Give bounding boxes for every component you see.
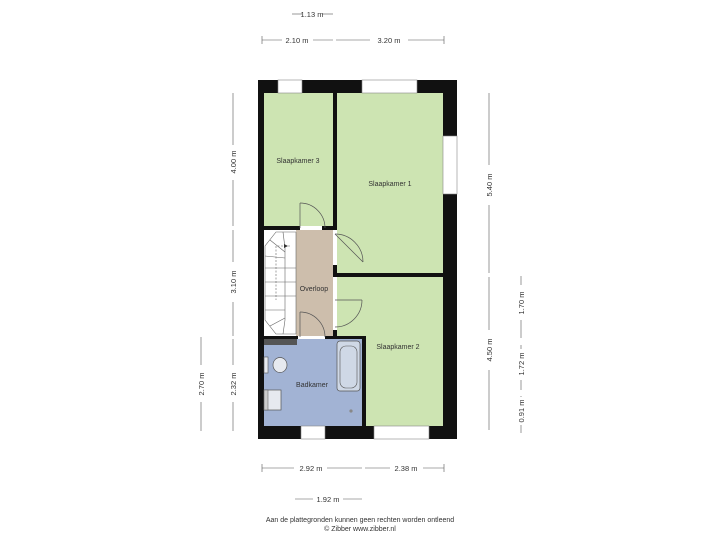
dim-top-2b: 3.20 m [378, 36, 401, 45]
dim-right-outer-1: 1.70 m [517, 292, 526, 315]
dim-right-outer-3: 0.91 m [517, 400, 526, 423]
dim-top-2a: 2.10 m [286, 36, 309, 45]
stair-arrow-icon [284, 244, 288, 248]
dim-bottom-2: 1.92 m [317, 495, 340, 504]
floor-drain [349, 409, 353, 413]
room-slaapkamer-3 [264, 93, 333, 226]
label-slaapkamer-2: Slaapkamer 2 [376, 344, 419, 351]
disclaimer-text: Aan de plattegronden kunnen geen rechten… [265, 517, 455, 524]
door-badkamer [299, 311, 326, 338]
room-slaapkamer-2 [366, 277, 443, 426]
dim-right-1: 5.40 m [485, 174, 494, 197]
stair-area [264, 230, 296, 336]
room-slaapkamer-2-extension [337, 277, 366, 336]
dim-bottom-1a: 2.92 m [300, 464, 323, 473]
dim-left-3: 2.32 m [229, 373, 238, 396]
dim-right-2: 4.50 m [485, 339, 494, 362]
windows [277, 79, 458, 440]
room-overloop [296, 230, 333, 336]
sink [272, 357, 288, 373]
dim-left-1: 4.00 m [229, 151, 238, 174]
dim-left-2: 3.10 m [229, 271, 238, 294]
door-slaapkamer-2 [334, 299, 363, 328]
label-slaapkamer-1: Slaapkamer 1 [368, 181, 411, 188]
bathtub [336, 340, 361, 392]
radiator [264, 339, 297, 345]
door-slaapkamer-1 [334, 233, 364, 263]
dim-top-1: 1.13 m [301, 10, 324, 19]
bathroom-fixtures [263, 339, 361, 413]
label-overloop: Overloop [300, 286, 329, 293]
label-badkamer: Badkamer [296, 382, 329, 389]
dimension-lines [200, 13, 522, 500]
room-slaapkamer-1 [337, 93, 443, 273]
staircase [264, 231, 297, 335]
dim-bottom-1b: 2.38 m [395, 464, 418, 473]
dim-right-outer-2: 1.72 m [517, 353, 526, 376]
dim-left-outer: 2.70 m [197, 373, 206, 396]
door-slaapkamer-3 [299, 202, 326, 229]
copyright-text: © Zibber www.zibber.nl [324, 526, 396, 533]
label-slaapkamer-3: Slaapkamer 3 [276, 158, 319, 165]
